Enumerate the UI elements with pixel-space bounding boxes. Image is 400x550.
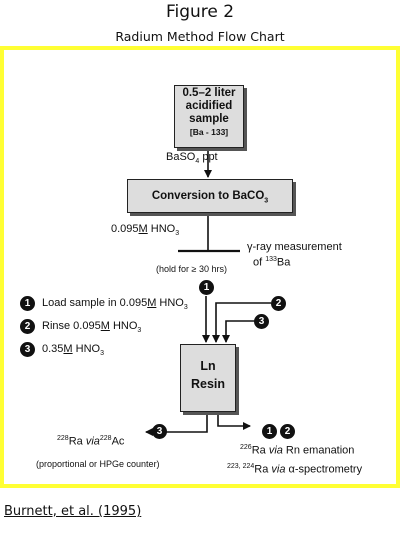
badge-load: 1 [199,280,214,295]
badge-rinse: 2 [271,296,286,311]
rn-output-label-1: 226Ra via Rn emanation [240,444,355,457]
step-2-label: Rinse 0.095M HNO3 [42,320,142,335]
conversion-box: Conversion to BaCO3 [127,179,293,213]
resin-line-2: Resin [190,377,226,391]
ac-output-label: 228Ra via228Ac [57,435,125,448]
step-3-badge: 3 [20,342,35,357]
acid-step-label: 0.095M HNO3 [111,223,180,238]
citation-link[interactable]: Burnett, et al. (1995) [4,504,142,519]
badge-out-rn-b: 2 [280,424,295,439]
figure-subtitle: Radium Method Flow Chart [115,29,285,44]
figure-title: Figure 2 [165,2,235,22]
arrow-out-rn [217,411,251,430]
gamma-label-2: of 133Ba [253,256,291,269]
badge-out-ac: 3 [152,424,167,439]
step-2-badge: 2 [20,319,35,334]
sample-tracer: [Ba - 133] [189,127,229,137]
resin-line-1: Ln [200,359,216,373]
sample-line-1: 0.5–2 liter [182,87,236,99]
hold-label: (hold for ≥ 30 hrs) [156,264,227,274]
step-3-label: 0.35M HNO3 [42,343,104,358]
badge-strip: 3 [254,314,269,329]
step-1-badge: 1 [20,296,35,311]
badge-out-rn-a: 1 [262,424,277,439]
step-1-label: Load sample in 0.095M HNO3 [42,297,188,312]
sample-line-3: sample [189,113,229,125]
ac-output-note: (proportional or HPGe counter) [36,459,160,469]
arrow-rinse [212,302,271,343]
ln-resin-box: Ln Resin [180,344,236,412]
precipitate-label: BaSO4 ppt [166,151,218,166]
arrow-strip [222,320,255,343]
sample-line-2: acidified [185,100,233,112]
rn-output-label-2: 223, 224Ra via α-spectrometry [227,463,363,476]
gamma-label-1: γ-ray measurement [247,241,342,253]
sample-box: 0.5–2 liter acidified sample [Ba - 133] [174,85,244,148]
